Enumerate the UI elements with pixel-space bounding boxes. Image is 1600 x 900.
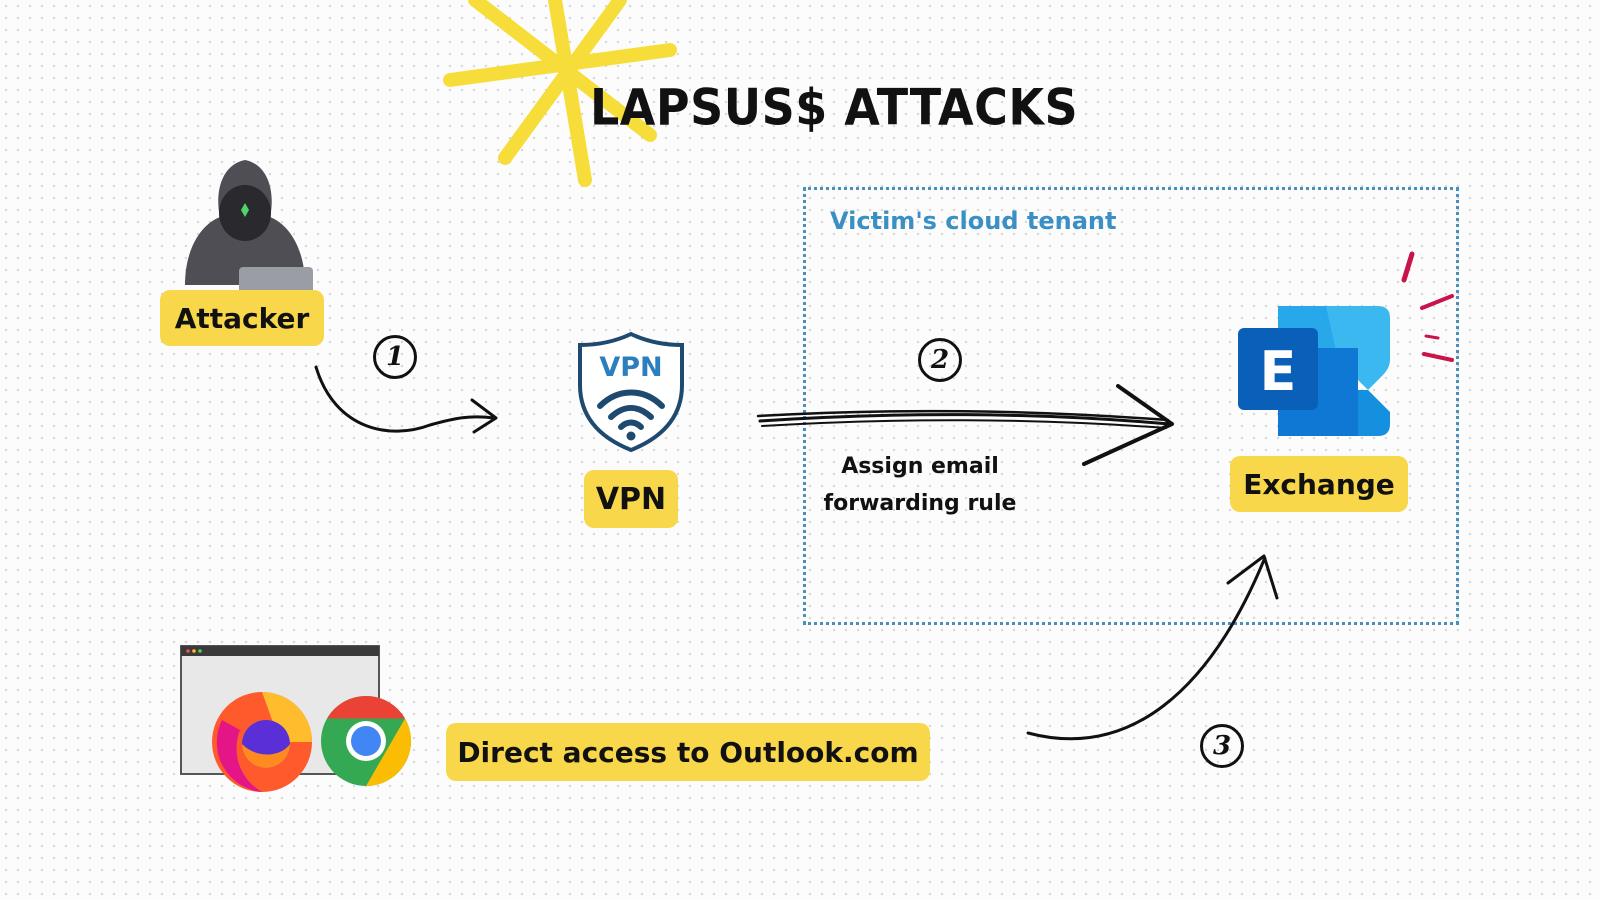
hooded-hacker-icon [185, 160, 313, 295]
step-3-badge: 3 [1200, 724, 1244, 768]
vpn-shield-icon: VPN [578, 331, 684, 453]
firefox-icon [212, 692, 312, 792]
vpn-shield-text: VPN [599, 352, 662, 383]
exchange-logo-icon: E [1238, 306, 1390, 436]
step-2-text-line1: Assign email [841, 454, 999, 479]
victim-cloud-tenant-label: Victim's cloud tenant [830, 207, 1117, 235]
step-1-badge: 1 [373, 335, 417, 379]
chrome-icon [321, 696, 412, 786]
step-2-text-line2: forwarding rule [823, 491, 1017, 516]
exchange-label: Exchange [1230, 456, 1408, 512]
vpn-label: VPN [584, 470, 678, 528]
page-title: LAPSUS$ ATTACKS [590, 77, 1079, 137]
outlook-access-label: Direct access to Outlook.com [446, 723, 930, 781]
sparkle-lines-icon [1401, 251, 1454, 362]
victim-cloud-tenant-group [803, 187, 1459, 625]
step-2-text: Assign email forwarding rule [820, 448, 1020, 522]
step-2-badge: 2 [918, 338, 962, 382]
attacker-label: Attacker [160, 290, 324, 346]
exchange-logo-letter: E [1260, 340, 1297, 403]
